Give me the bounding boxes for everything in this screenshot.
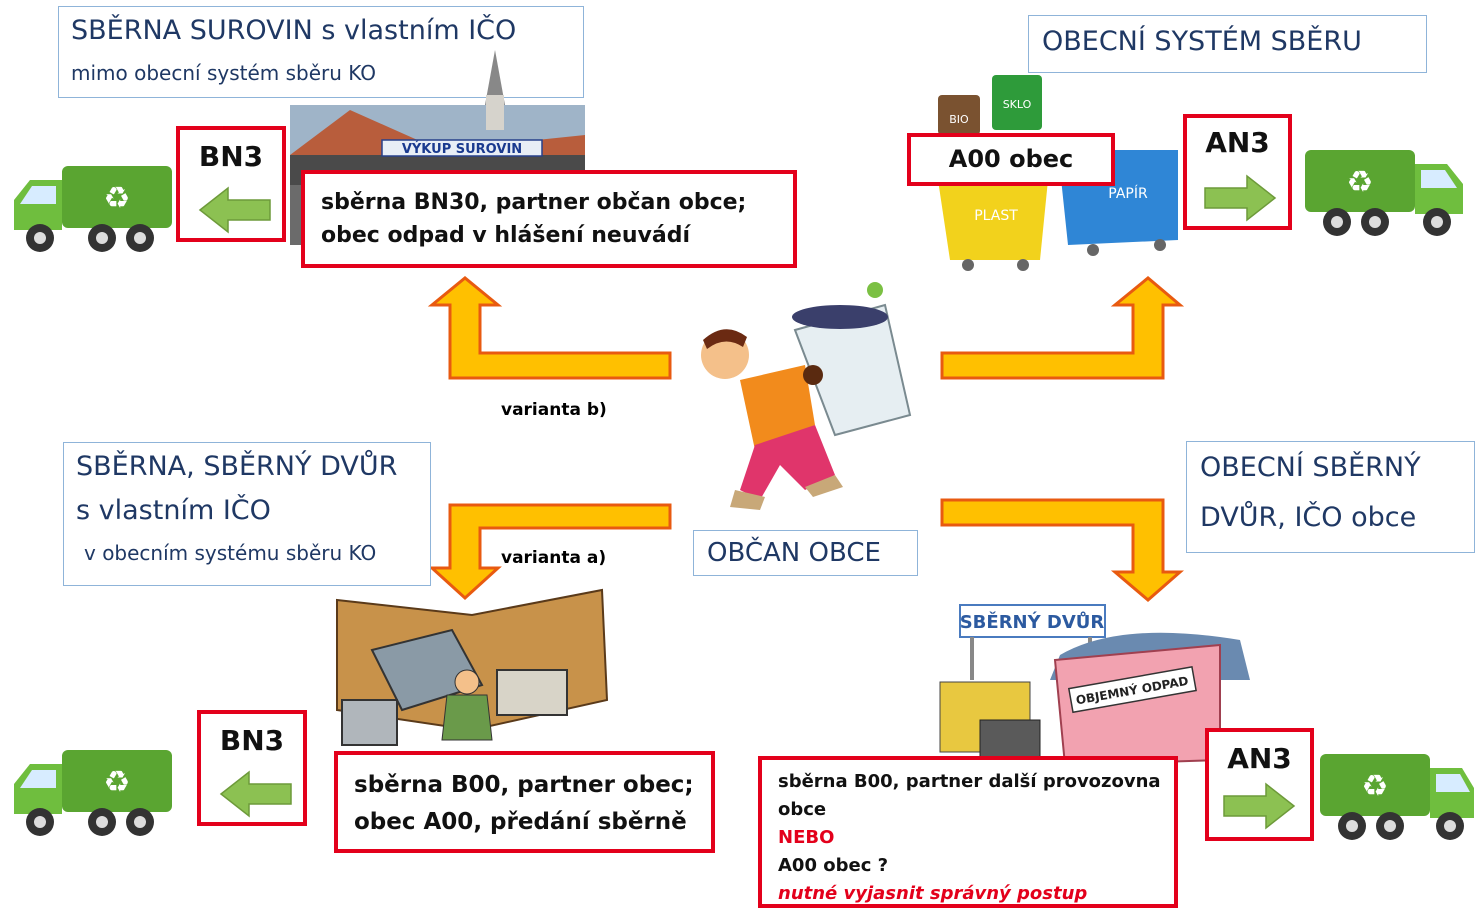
arrow-to-top-right (940, 276, 1185, 380)
bottom-right-note-line3: A00 obec ? (778, 855, 889, 876)
truck-icon: ♻ (1320, 754, 1474, 840)
bin-label-bio: BIO (949, 113, 969, 126)
bin-label-plast: PLAST (974, 208, 1018, 224)
citizen-illustration (701, 282, 912, 510)
variant-b-label: varianta b) (501, 400, 607, 420)
right-arrow-icon (1204, 174, 1277, 222)
top-right-title: OBECNÍ SYSTÉM SBĚRU (1042, 26, 1362, 57)
truck-icon: ♻ (1305, 150, 1463, 236)
svg-text:♻: ♻ (1347, 165, 1374, 200)
bottom-left-note-box: sběrna B00, partner obec; obec A00, před… (334, 751, 715, 853)
scrapyard-sign: VÝKUP SUROVIN (402, 141, 522, 157)
bottom-left-note-line1: sběrna B00, partner obec; (354, 772, 694, 798)
bottom-right-note-box: sběrna B00, partner další provozovna obc… (758, 756, 1178, 908)
bottom-right-note-line4: nutné vyjasnit správný postup (778, 883, 1088, 904)
top-left-note-line2: obec odpad v hlášení neuvádí (321, 223, 690, 248)
top-left-code-box: BN3 (176, 126, 286, 242)
svg-text:♻: ♻ (104, 181, 131, 216)
bottom-left-title-box: SBĚRNA, SBĚRNÝ DVŮR s vlastním IČO v obe… (63, 442, 431, 586)
bottom-right-title-line2: DVŮR, IČO obce (1200, 502, 1417, 533)
bottom-right-note-or: NEBO (778, 827, 835, 848)
svg-text:♻: ♻ (104, 765, 131, 800)
bottom-right-title-box: OBECNÍ SBĚRNÝ DVŮR, IČO obce (1186, 441, 1475, 553)
bottom-left-note-line2: obec A00, předání sběrně (354, 809, 687, 835)
variant-a-label: varianta a) (501, 548, 607, 568)
top-left-title: SBĚRNA SUROVIN s vlastním IČO (71, 15, 517, 46)
top-right-note-box: A00 obec (907, 133, 1115, 186)
bottom-left-title-line2: s vlastním IČO (76, 495, 271, 526)
top-left-note-line1: sběrna BN30, partner občan obce; (321, 190, 747, 215)
truck-icon: ♻ (14, 750, 172, 836)
center-label: OBČAN OBCE (707, 538, 881, 568)
top-left-code: BN3 (198, 140, 264, 173)
bottom-right-code-box: AN3 (1205, 728, 1314, 841)
svg-text:♻: ♻ (1362, 769, 1389, 804)
top-right-code: AN3 (1205, 126, 1270, 159)
arrow-to-bottom-right (940, 498, 1184, 602)
top-left-note-box: sběrna BN30, partner občan obce; obec od… (301, 170, 797, 268)
top-right-code-box: AN3 (1183, 114, 1292, 230)
recycling-center-image (336, 588, 609, 746)
bottom-right-note-line2: obce (778, 799, 827, 820)
bottom-left-title-line1: SBĚRNA, SBĚRNÝ DVŮR (76, 451, 398, 482)
top-right-note: A00 obec (948, 145, 1074, 173)
left-arrow-icon (198, 186, 271, 234)
truck-icon: ♻ (14, 166, 172, 252)
arrow-to-bottom-left (428, 503, 672, 601)
bin-label-sklo: SKLO (1003, 98, 1032, 111)
top-left-title-box: SBĚRNA SUROVIN s vlastním IČO mimo obecn… (58, 6, 584, 98)
bottom-right-code: AN3 (1227, 742, 1292, 775)
top-right-title-box: OBECNÍ SYSTÉM SBĚRU (1028, 15, 1427, 73)
bottom-left-subtitle: v obecním systému sběru KO (84, 541, 377, 565)
bottom-right-title-line1: OBECNÍ SBĚRNÝ (1200, 452, 1421, 483)
left-arrow-icon (219, 770, 292, 818)
bin-label-papir: PAPÍR (1108, 185, 1148, 202)
bottom-right-note-line1: sběrna B00, partner další provozovna (778, 771, 1161, 792)
center-label-box: OBČAN OBCE (693, 530, 918, 576)
collection-yard-image: SBĚRNÝ DVŮR OBJEMNÝ ODPAD (939, 604, 1250, 767)
right-arrow-icon (1223, 782, 1296, 830)
bottom-left-code: BN3 (219, 724, 285, 757)
collection-yard-sign: SBĚRNÝ DVŮR (960, 610, 1105, 633)
top-left-subtitle: mimo obecní systém sběru KO (71, 61, 377, 85)
bottom-left-code-box: BN3 (197, 710, 307, 826)
arrow-to-top-left (427, 276, 672, 380)
